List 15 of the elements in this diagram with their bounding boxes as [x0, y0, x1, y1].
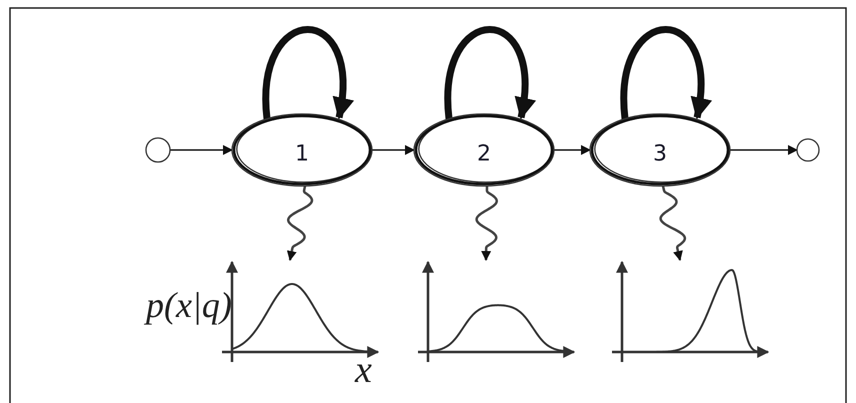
wavy-arrow — [286, 184, 314, 262]
self-loop-arrow — [444, 26, 535, 120]
arrow — [554, 145, 591, 155]
arrow — [170, 145, 233, 155]
arrow — [730, 145, 798, 155]
self-loop-arrow — [262, 26, 353, 120]
density-axis-label: p(x|q) — [146, 284, 232, 326]
axis-label: x — [355, 348, 372, 392]
state-number: 3 — [652, 141, 668, 166]
state-number: 1 — [294, 141, 310, 166]
arrow — [372, 145, 415, 155]
self-loop-arrow — [620, 26, 711, 120]
state-number: 2 — [476, 141, 492, 166]
wavy-arrow — [475, 184, 498, 262]
wavy-arrow — [659, 184, 686, 262]
